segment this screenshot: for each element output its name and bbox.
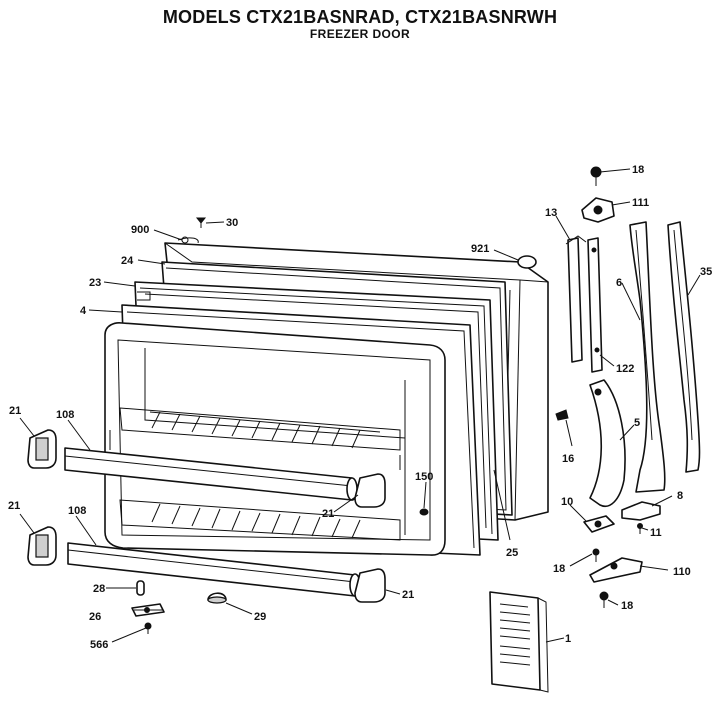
hinge-cover-5 xyxy=(589,379,626,507)
callout-108-lower: 108 xyxy=(68,505,86,517)
callout-21-upper-left: 21 xyxy=(9,405,21,417)
screw-18-top xyxy=(590,166,602,186)
hinge-110 xyxy=(589,557,643,583)
rail-end-cap-upper-right xyxy=(354,473,386,508)
callout-111: 111 xyxy=(632,197,649,209)
callout-21-lower-right: 21 xyxy=(402,589,414,601)
callout-108-upper: 108 xyxy=(56,409,74,421)
callout-29: 29 xyxy=(254,611,266,623)
callout-25: 25 xyxy=(506,547,518,559)
cap-29 xyxy=(207,592,227,604)
plug-921 xyxy=(517,255,537,269)
door-rail-lower xyxy=(67,542,361,597)
instruction-booklet xyxy=(489,591,549,693)
stop-28 xyxy=(136,580,145,596)
callout-4: 4 xyxy=(80,305,87,317)
callout-1: 1 xyxy=(565,633,571,645)
callout-8: 8 xyxy=(677,490,683,502)
callout-28: 28 xyxy=(93,583,105,595)
callout-13: 13 xyxy=(545,207,557,219)
screw-30 xyxy=(195,217,207,228)
callout-labels: 18 111 13 900 30 921 24 6 35 23 4 122 21… xyxy=(8,164,712,651)
callout-10: 10 xyxy=(561,496,573,508)
rail-end-cap-lower-left xyxy=(27,526,57,566)
screw-18-bottom xyxy=(599,591,609,608)
callout-110: 110 xyxy=(673,566,691,578)
callout-566: 566 xyxy=(90,639,108,651)
rail-end-cap-lower-right xyxy=(354,568,386,603)
callout-21-lower-left: 21 xyxy=(8,500,20,512)
callout-900: 900 xyxy=(131,224,149,236)
callout-30: 30 xyxy=(226,217,238,229)
screw-18-middle xyxy=(592,548,600,562)
callout-18-bottom: 18 xyxy=(621,600,633,612)
strip-122 xyxy=(587,237,603,373)
door-rail-upper xyxy=(64,447,358,501)
callout-18-middle: 18 xyxy=(553,563,565,575)
callout-6: 6 xyxy=(616,277,622,289)
callout-24: 24 xyxy=(121,255,134,267)
hinge-bracket-8 xyxy=(621,501,661,521)
callout-11: 11 xyxy=(650,527,662,539)
diagram-title: MODELS CTX21BASNRAD, CTX21BASNRWH xyxy=(162,7,558,27)
rail-end-cap-upper-left xyxy=(27,429,57,469)
callout-21-upper-right: 21 xyxy=(322,508,334,520)
callout-122: 122 xyxy=(616,363,634,375)
callout-35: 35 xyxy=(700,266,712,278)
callout-16: 16 xyxy=(562,453,574,465)
door-trim-6 xyxy=(629,221,666,493)
diagram-subtitle: FREEZER DOOR xyxy=(309,27,411,41)
spacer-10 xyxy=(583,515,615,533)
callout-18-top: 18 xyxy=(632,164,644,176)
screw-150 xyxy=(419,508,429,516)
hinge-bushing-111 xyxy=(581,197,615,223)
screw-11 xyxy=(637,523,643,534)
callout-5: 5 xyxy=(634,417,640,429)
callout-23: 23 xyxy=(89,277,101,289)
callout-150: 150 xyxy=(415,471,433,483)
strip-13 xyxy=(565,235,587,363)
leader-lines xyxy=(19,168,701,643)
handle-trim-35 xyxy=(667,221,701,473)
inner-door-liner xyxy=(104,322,446,556)
callout-26: 26 xyxy=(89,611,101,623)
screw-566 xyxy=(144,622,152,634)
callout-921: 921 xyxy=(471,243,489,255)
screw-16 xyxy=(555,409,569,421)
